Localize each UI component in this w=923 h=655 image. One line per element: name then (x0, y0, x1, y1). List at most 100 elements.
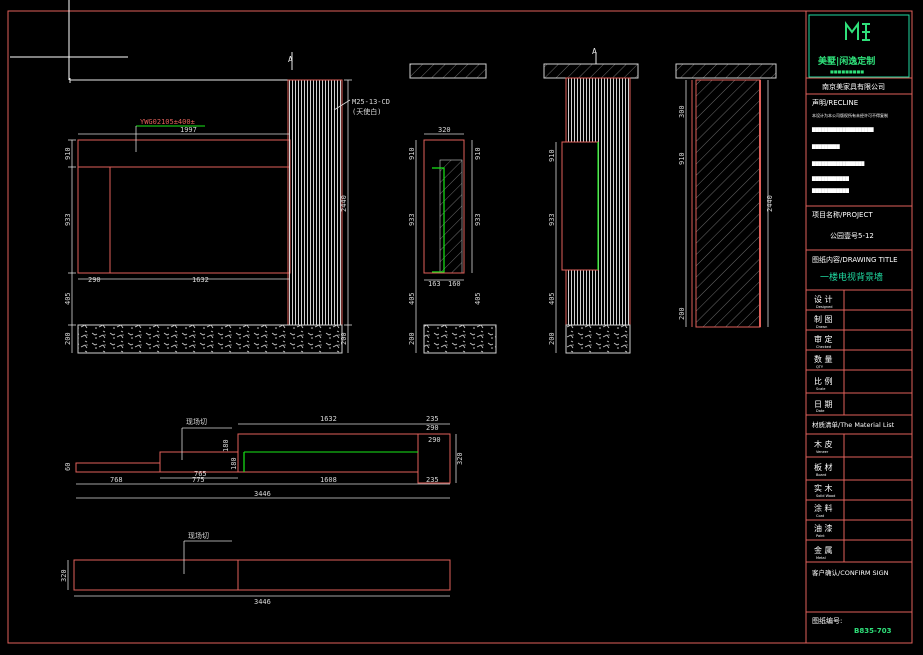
plan-bottom-total: 3446 (254, 598, 271, 606)
plan-top-row1-0: 765 (194, 470, 207, 478)
plan-top-row2-1: 775 (192, 476, 205, 484)
material-paint-cn: 油 漆 (814, 523, 833, 533)
mid-dim-left-1: 933 (548, 213, 556, 226)
plan-top-dim-0: 1632 (320, 415, 337, 423)
statement-line-1: ████████████████████ (811, 127, 874, 132)
side-dim-left-1: 933 (408, 213, 416, 226)
plan-top-note: 现场切 (186, 417, 207, 426)
plan-top-row2-0: 768 (110, 476, 123, 484)
elev-opening-width: 1632 (192, 276, 209, 284)
statement-line-5: ████████████ (811, 188, 850, 193)
drawing-label: 图纸内容/DRAWING TITLE (812, 255, 898, 264)
material-metal-en: Metal (816, 556, 826, 560)
right-dim-left-0: 300 (678, 105, 686, 118)
plan-bottom-height: 320 (60, 569, 68, 582)
material-veneer-cn: 木 皮 (814, 439, 833, 449)
row-qty-cn: 数 量 (814, 354, 833, 364)
statement-line-0: 本设计为本公司版权所有未经许可不得复制 (812, 112, 888, 118)
plan-top-total: 3446 (254, 490, 271, 498)
material-veneer-en: Veneer (816, 450, 829, 454)
elev-dim-left-0: 910 (64, 147, 72, 160)
statement-line-2: █████████ (811, 144, 841, 149)
material-wood-en: Solid Wood (816, 494, 835, 498)
company-name: 南京美家具有限公司 (822, 82, 885, 91)
material-paint-en: Paint (816, 534, 825, 538)
elev-width-top: 1997 (180, 126, 197, 134)
crosshair-cursor-icon (10, 0, 128, 80)
row-drawn-en: Drawn (816, 325, 827, 329)
logo-text: 美墅|闲逸定制 (818, 55, 875, 67)
drawing-number-value: B835-703 (854, 627, 892, 635)
elev-top-label: YWG02105±400± (140, 118, 195, 126)
mid-section (543, 52, 639, 354)
drawing-title: 一楼电视背景墙 (820, 271, 883, 283)
side-dim-left-2: 405 (408, 292, 416, 305)
elev-callout-sub: (天使白) (352, 107, 381, 116)
mid-dim-left-0: 910 (548, 149, 556, 162)
plan-top-right-height: 320 (456, 452, 464, 465)
side-top-width: 320 (438, 126, 451, 134)
plan-bottom-note: 现场切 (188, 531, 209, 540)
elev-dim-left-1: 933 (64, 213, 72, 226)
right-dim-right-0: 2440 (766, 195, 774, 212)
side-section (409, 63, 497, 354)
right-dim-left-2: 200 (678, 307, 686, 320)
plan-top-mid-1: 180 (230, 457, 238, 470)
statement-label: 声明/RECLINE (812, 98, 858, 107)
mid-dim-left-2: 405 (548, 292, 556, 305)
row-scale-cn: 比 例 (814, 376, 833, 386)
material-board-en: Board (816, 473, 826, 477)
statement-line-4: ████████████ (811, 176, 850, 181)
elev-section-mark: A (288, 55, 293, 64)
plan-top (75, 423, 457, 499)
material-label: 材质清单/The Material List (812, 420, 895, 429)
row-checked-cn: 审 定 (814, 334, 833, 344)
title-block (806, 14, 912, 613)
plan-top-row2-2: 1608 (320, 476, 337, 484)
material-board-cn: 板 材 (814, 462, 833, 472)
row-checked-en: Checked (816, 345, 831, 349)
side-bottom-width-0: 163 (428, 280, 441, 288)
statement-line-3: █████████████████ (811, 161, 865, 166)
material-coat-en: Coat (816, 514, 825, 518)
logo-tagline: ■■■■■■■■■ (830, 69, 864, 74)
plan-top-dim-1: 235 (426, 415, 439, 423)
row-date-cn: 日 期 (814, 400, 833, 409)
mid-section-mark: A (592, 47, 597, 56)
row-date-en: Date (816, 409, 824, 413)
side-dim-right-1: 933 (474, 213, 482, 226)
side-dim-left-0: 910 (408, 147, 416, 160)
sheet-inner-border (805, 10, 913, 644)
plan-top-mid-0: 180 (222, 439, 230, 452)
elev-dim-right-1: 200 (340, 332, 348, 345)
mid-dim-left-3: 200 (548, 332, 556, 345)
side-dim-left-3: 200 (408, 332, 416, 345)
right-dim-left-1: 910 (678, 152, 686, 165)
material-coat-cn: 涂 料 (814, 503, 833, 513)
row-designed-en: Designed (816, 305, 832, 309)
row-scale-en: Scale (816, 387, 825, 391)
plan-top-left-mark: 60 (64, 463, 72, 471)
side-dim-right-2: 405 (474, 292, 482, 305)
side-dim-right-0: 910 (474, 147, 482, 160)
elev-callout: M25-13-CD (352, 98, 390, 106)
plan-top-mid-2: 290 (428, 436, 441, 444)
plan-bottom (67, 540, 451, 597)
plan-top-dim-2: 290 (426, 424, 439, 432)
row-drawn-cn: 制 图 (814, 314, 833, 324)
row-designed-cn: 设 计 (814, 294, 833, 304)
elev-dim-left-2: 405 (64, 292, 72, 305)
front-elevation (68, 52, 352, 354)
row-qty-en: QTY (816, 365, 824, 369)
material-metal-cn: 金 属 (814, 545, 833, 555)
material-wood-cn: 实 木 (814, 483, 833, 493)
client-confirm-label: 客户确认/CONFIRM SIGN (812, 568, 889, 577)
plan-top-row2-3: 235 (426, 476, 439, 484)
project-name: 公园壹号5-12 (830, 231, 874, 240)
elev-dim-right-0: 2440 (340, 195, 348, 212)
elev-opening-left: 290 (88, 276, 101, 284)
side-bottom-width-1: 160 (448, 280, 461, 288)
elev-dim-left-3: 200 (64, 332, 72, 345)
right-section (675, 63, 777, 328)
